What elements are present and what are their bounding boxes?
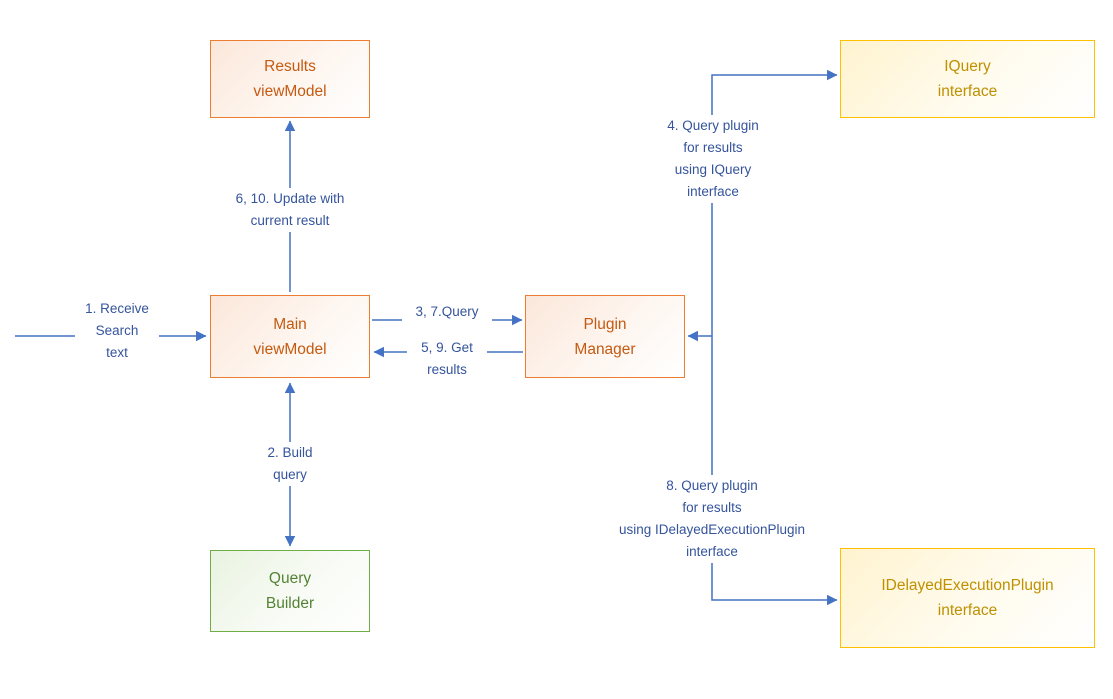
arrow-to-idelayedexecutionplugin-interface bbox=[711, 336, 838, 606]
box-main-viewmodel: Main viewModel bbox=[210, 295, 370, 378]
box-main-viewmodel-label: Main viewModel bbox=[253, 315, 327, 358]
label-query-plugin-idelayed: 8. Query plugin for results using IDelay… bbox=[592, 475, 832, 563]
box-iquery-interface-label: IQuery interface bbox=[937, 58, 998, 100]
arrow-to-iquery-interface bbox=[711, 69, 838, 336]
label-build-query: 2. Build query bbox=[245, 442, 335, 486]
box-idelayedexecutionplugin-interface: IDelayedExecutionPlugin interface bbox=[840, 548, 1095, 648]
label-query: 3, 7.Query bbox=[402, 301, 492, 323]
box-plugin-manager-label: Plugin Manager bbox=[574, 315, 636, 358]
label-query-plugin-iquery: 4. Query plugin for results using IQuery… bbox=[640, 115, 786, 203]
box-plugin-manager: Plugin Manager bbox=[525, 295, 685, 378]
box-query-builder-label: Query Builder bbox=[265, 570, 315, 612]
box-iquery-interface: IQuery interface bbox=[840, 40, 1095, 118]
label-get-results: 5, 9. Get results bbox=[407, 337, 487, 381]
label-receive-search-text: 1. Receive Search text bbox=[75, 298, 159, 364]
box-results-viewmodel: Results viewModel bbox=[210, 40, 370, 118]
box-idelayedexecutionplugin-interface-label: IDelayedExecutionPlugin interface bbox=[881, 577, 1054, 619]
box-query-builder: Query Builder bbox=[210, 550, 370, 632]
box-results-viewmodel-label: Results viewModel bbox=[253, 58, 327, 100]
label-update-with-current-result: 6, 10. Update with current result bbox=[215, 188, 365, 232]
